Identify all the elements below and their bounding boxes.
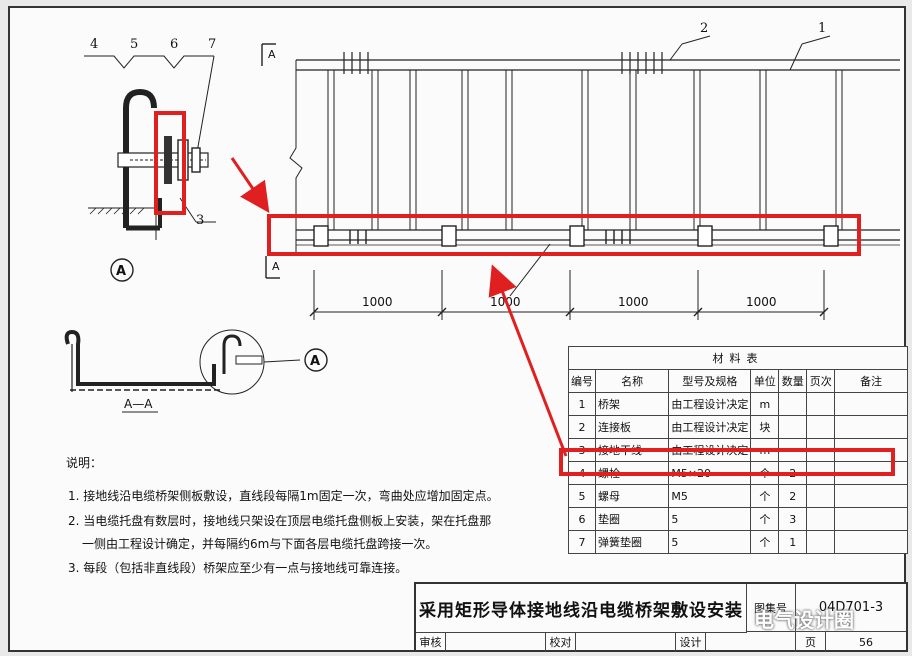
title-block: 采用矩形导体接地线沿电缆桥架敷设安装 图集号 04D701-3 审核 校对 设计…: [414, 582, 908, 652]
header-no: 编号: [568, 369, 596, 393]
note-3: 3. 每段（包括非直线段）桥架应至少有一点与接地线可靠连接。: [68, 561, 408, 575]
drawing-title: 采用矩形导体接地线沿电缆桥架敷设安装: [416, 584, 747, 633]
detail-callouts: 4 5 6 7 3 A: [90, 37, 216, 279]
header-unit: 单位: [750, 369, 780, 393]
highlight-box-table-row: [559, 448, 895, 476]
check-label: 校对: [546, 632, 576, 652]
callout-2: 2: [700, 21, 708, 36]
drawing-sheet: 4 5 6 7 3 A: [8, 6, 908, 652]
note-2a: 2. 当电缆托盘有数层时，接地线只架设在顶层电缆托盘侧板上安装，架在托盘那: [68, 514, 492, 528]
header-page: 页次: [806, 369, 836, 393]
section-mark-top: A: [268, 48, 276, 61]
callout-5: 5: [130, 37, 138, 52]
detail-ref-a: A: [310, 354, 320, 369]
page-number: 56: [859, 635, 873, 649]
dimension-4: 1000: [746, 295, 777, 309]
materials-table-header: 编号 名称 型号及规格 单位 数量 页次 备注: [568, 369, 908, 393]
review-label: 审核: [416, 632, 446, 652]
highlight-box-tray-rail: [267, 214, 861, 256]
callout-7: 7: [208, 37, 216, 52]
callout-3-detail: 3: [196, 213, 204, 228]
design-signature: [706, 632, 796, 652]
header-qty: 数量: [778, 369, 808, 393]
materials-table-title: 材料表: [568, 346, 908, 370]
section-a-a-drawing: [64, 329, 328, 413]
note-2b: 一侧由工程设计确定，并每隔约6m与下面各层电缆托盘跨接一次。: [82, 537, 438, 551]
dimension-3: 1000: [618, 295, 649, 309]
header-remark: 备注: [834, 369, 908, 393]
section-title: A—A: [124, 397, 153, 411]
page-label: 页: [796, 632, 826, 652]
section-labels: A A—A: [124, 354, 320, 411]
dimension-1: 1000: [362, 295, 393, 309]
notes-heading: 说明：: [66, 456, 103, 470]
section-mark-bottom: A: [272, 260, 280, 273]
atlas-label: 图集号: [746, 584, 796, 632]
note-1: 1. 接地线沿电缆桥架侧板敷设，直线段每隔1m固定一次，弯曲处应增加固定点。: [68, 489, 499, 503]
atlas-number: 04D701-3: [796, 584, 906, 632]
highlight-arrow-2: [488, 264, 568, 457]
engineering-drawing: 4 5 6 7 3 A: [64, 21, 900, 457]
check-signature: [576, 632, 676, 652]
design-label: 设计: [676, 632, 706, 652]
watermark-text: 电气设计圈: [754, 608, 854, 632]
header-name: 名称: [594, 369, 670, 393]
header-spec: 型号及规格: [668, 369, 752, 393]
review-signature: [446, 632, 546, 652]
highlight-box-detail: [154, 111, 186, 215]
detail-a-label: A: [116, 264, 126, 279]
callout-6: 6: [170, 37, 178, 52]
callout-1: 1: [818, 21, 826, 36]
tray-plan-view: [261, 35, 900, 320]
detail-a-drawing: [84, 55, 216, 282]
highlight-arrow-1: [230, 157, 270, 213]
callout-4: 4: [90, 37, 98, 52]
